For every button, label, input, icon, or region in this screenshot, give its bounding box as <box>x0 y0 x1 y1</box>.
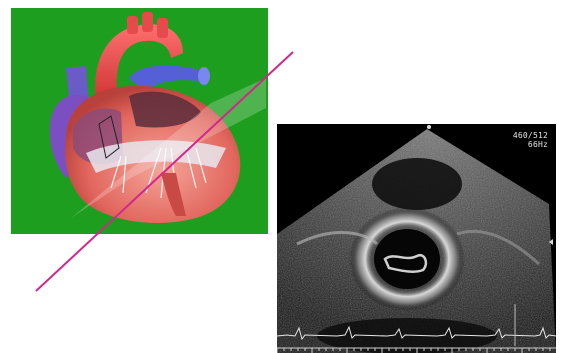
aorta-branch-1 <box>127 16 138 34</box>
frame-rate: 66Hz <box>513 140 548 149</box>
echocardiogram-panel: 460/512 66Hz <box>277 124 556 353</box>
pulmonary-artery-end <box>198 67 210 85</box>
echo-readout: 460/512 66Hz <box>513 131 548 149</box>
heart-illustration <box>11 8 268 234</box>
echocardiogram-image <box>277 124 556 353</box>
aorta-branch-2 <box>142 12 153 32</box>
transducer-marker <box>427 125 431 129</box>
aorta-branch-3 <box>157 18 168 38</box>
frame-readout: 460/512 <box>513 131 548 140</box>
heart-illustration-panel <box>11 8 268 234</box>
